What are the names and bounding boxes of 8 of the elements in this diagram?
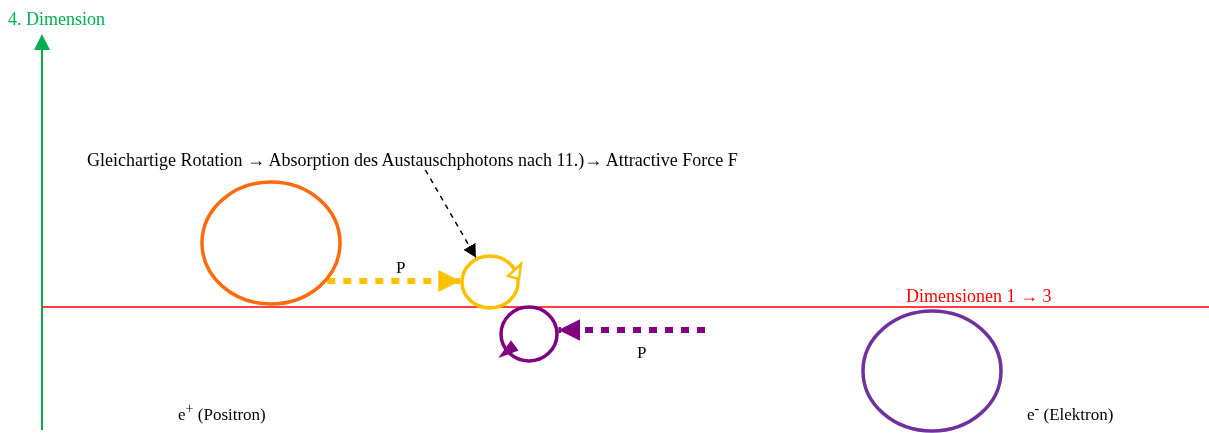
annotation-text: Gleichartige Rotation → Absorption des Austauschphotons nach 11.)→ Attractive Force F	[87, 150, 738, 170]
axis-label: 4. Dimension	[8, 9, 105, 29]
axis-label: Dimensionen 1 → 3	[906, 286, 1052, 306]
arrow	[558, 319, 705, 341]
arrow	[327, 270, 461, 292]
leader-line	[424, 169, 477, 259]
particle-label: e$^{-}$ (Elektron)	[1027, 399, 1114, 425]
particle-label: e$^{+}$ (Positron)	[178, 399, 266, 425]
